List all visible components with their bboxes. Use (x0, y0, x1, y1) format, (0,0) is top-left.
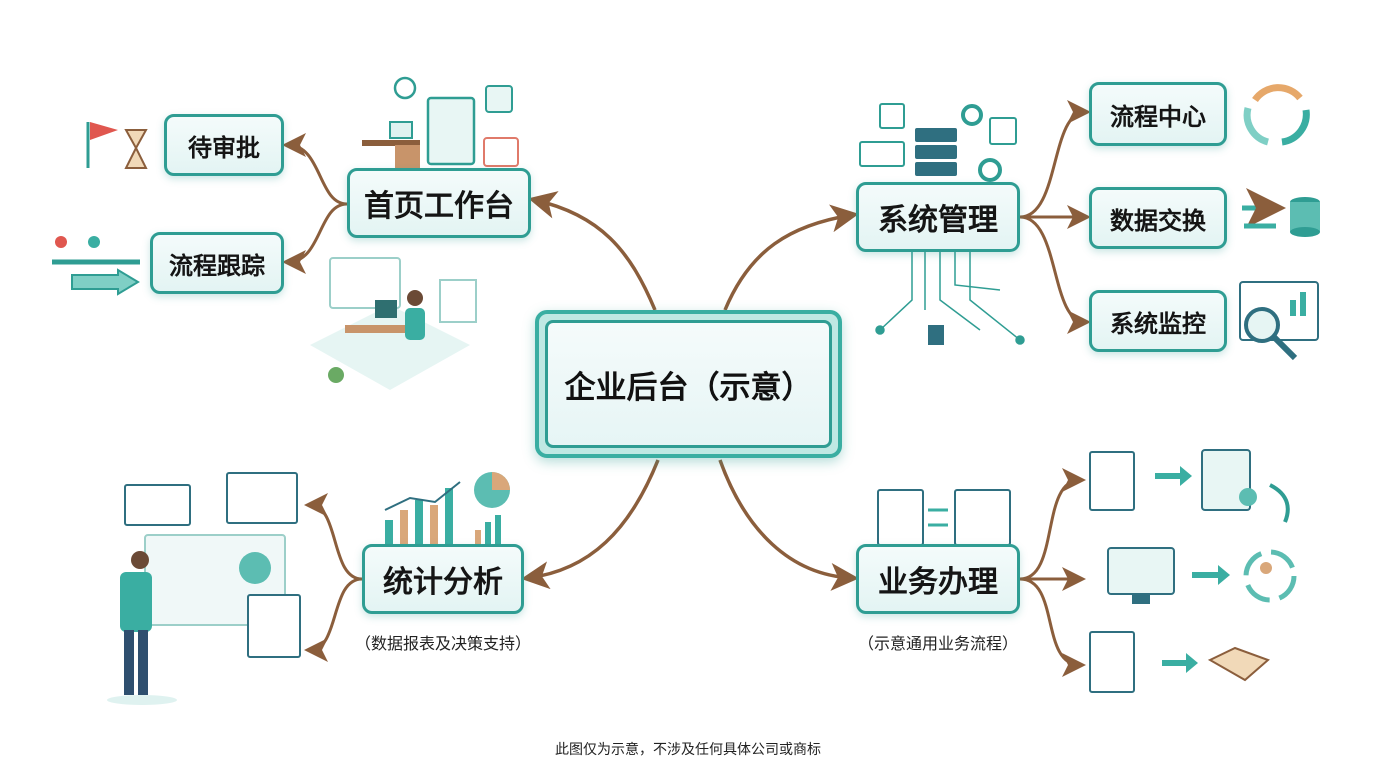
workbench-desk-icon (362, 76, 519, 170)
arrow-to-statistics (521, 459, 660, 590)
node-process-tracking[interactable]: 流程跟踪 (150, 232, 284, 294)
arrow-to-system-management (723, 204, 859, 311)
node-statistics[interactable]: 统计分析 (362, 544, 524, 614)
node-business[interactable]: 业务办理 (856, 544, 1020, 614)
network-lines-icon (875, 252, 1025, 345)
cycle-arrows-icon (1243, 84, 1310, 146)
node-data-exchange[interactable]: 数据交换 (1089, 187, 1227, 249)
bar-chart-icon (384, 472, 510, 548)
monitor-magnifier-icon (1239, 281, 1319, 361)
center-title: 企业后台（示意） (545, 320, 832, 448)
exchange-database-icon (1242, 188, 1320, 237)
statistics-caption: （数据报表及决策支持） (354, 634, 531, 653)
node-process-center[interactable]: 流程中心 (1089, 82, 1227, 146)
timeline-icon (52, 236, 140, 296)
server-icon (859, 103, 1017, 182)
node-workbench[interactable]: 首页工作台 (347, 168, 531, 238)
business-caption: （示意通用业务流程） (857, 634, 1018, 653)
footer-disclaimer: 此图仅为示意，不涉及任何具体公司或商标 (555, 742, 821, 758)
person-at-desk-illustration (310, 257, 477, 390)
node-system-monitoring[interactable]: 系统监控 (1089, 290, 1227, 352)
node-pending-approval[interactable]: 待审批 (164, 114, 284, 176)
flag-hourglass-icon (86, 122, 148, 169)
arrow-to-workbench (528, 191, 657, 311)
business-flow-icons (1089, 449, 1297, 693)
arrow-to-business (718, 459, 859, 591)
documents-exchange-icon (877, 489, 1011, 546)
node-system-management[interactable]: 系统管理 (856, 182, 1020, 252)
center-node[interactable]: 企业后台（示意） (535, 310, 842, 458)
presenter-illustration (107, 472, 301, 705)
